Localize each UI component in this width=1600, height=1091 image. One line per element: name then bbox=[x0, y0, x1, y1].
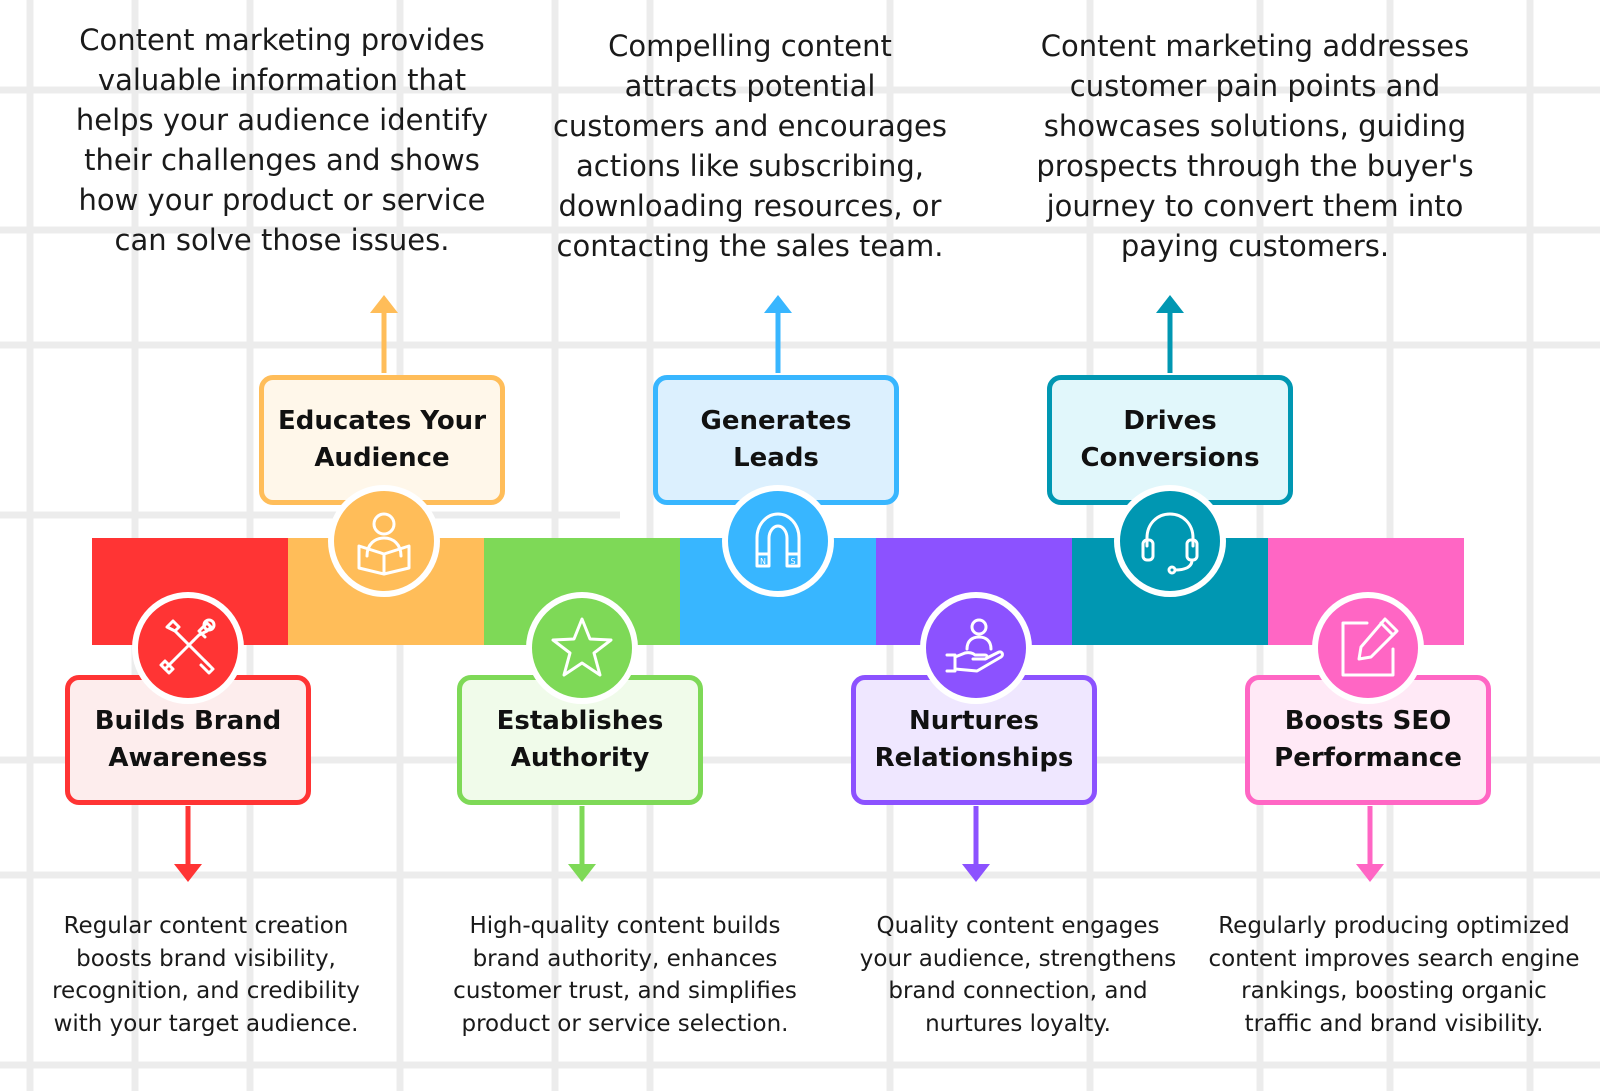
description-seo: Regularly producing optimized content im… bbox=[1208, 913, 1580, 1037]
star-icon bbox=[551, 617, 613, 677]
tools-icon bbox=[159, 618, 216, 675]
hand-person-icon bbox=[945, 618, 1004, 673]
arrow-down-authority bbox=[568, 806, 596, 882]
arrow-down-seo bbox=[1356, 806, 1384, 882]
arrow-up-educate bbox=[370, 295, 398, 373]
description-nurture: Quality content engages your audience, s… bbox=[859, 913, 1177, 1037]
description-convert: Content marketing addresses customer pai… bbox=[1036, 29, 1474, 263]
description-leads: Compelling content attracts potential cu… bbox=[552, 29, 947, 263]
circle-authority bbox=[526, 592, 638, 704]
arrow-down-brand bbox=[174, 806, 202, 882]
circle-nurture bbox=[920, 592, 1032, 704]
description-educate: Content marketing provides valuable info… bbox=[75, 23, 489, 257]
circle-educate bbox=[328, 485, 440, 597]
magnet-icon: N S bbox=[755, 512, 801, 568]
svg-text:N: N bbox=[760, 557, 766, 566]
reader-icon bbox=[357, 512, 411, 576]
arrow-down-nurture bbox=[962, 806, 990, 882]
headset-icon bbox=[1141, 512, 1199, 575]
arrow-up-leads bbox=[764, 295, 792, 373]
description-brand: Regular content creation boosts brand vi… bbox=[52, 913, 360, 1037]
circle-brand bbox=[132, 592, 244, 704]
edit-icon bbox=[1341, 617, 1399, 677]
svg-text:S: S bbox=[790, 557, 795, 566]
description-authority: High-quality content builds brand author… bbox=[453, 913, 797, 1037]
circle-seo bbox=[1312, 592, 1424, 704]
arrow-up-convert bbox=[1156, 295, 1184, 373]
circle-leads: N S bbox=[722, 485, 834, 597]
circle-convert bbox=[1114, 485, 1226, 597]
